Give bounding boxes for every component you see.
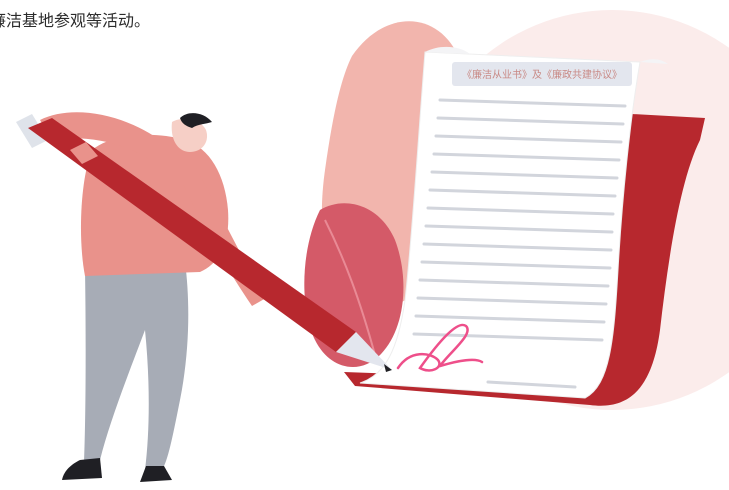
pen-icon — [16, 114, 392, 372]
left-shoe — [62, 458, 102, 480]
scroll-curl — [425, 46, 668, 64]
caption-text: 廉洁基地参观等活动。 — [0, 11, 151, 30]
pen-tip — [336, 332, 392, 370]
document-title-box — [452, 62, 632, 86]
pants — [84, 262, 189, 470]
raised-arm — [40, 112, 160, 160]
right-shoe — [140, 466, 172, 482]
pen-cap — [16, 114, 48, 148]
hair — [180, 113, 212, 128]
pen-body — [28, 118, 356, 352]
document-lines — [412, 98, 627, 389]
leaf-vein — [324, 219, 376, 356]
pen-grip — [70, 142, 98, 164]
scroll-document-icon — [359, 51, 641, 399]
person-signing-icon — [40, 112, 266, 482]
document-title: 《廉洁从业书》及《廉政共建协议》 — [462, 68, 622, 81]
pen-nib — [384, 364, 392, 372]
face — [171, 118, 208, 152]
signature-icon — [396, 323, 484, 372]
